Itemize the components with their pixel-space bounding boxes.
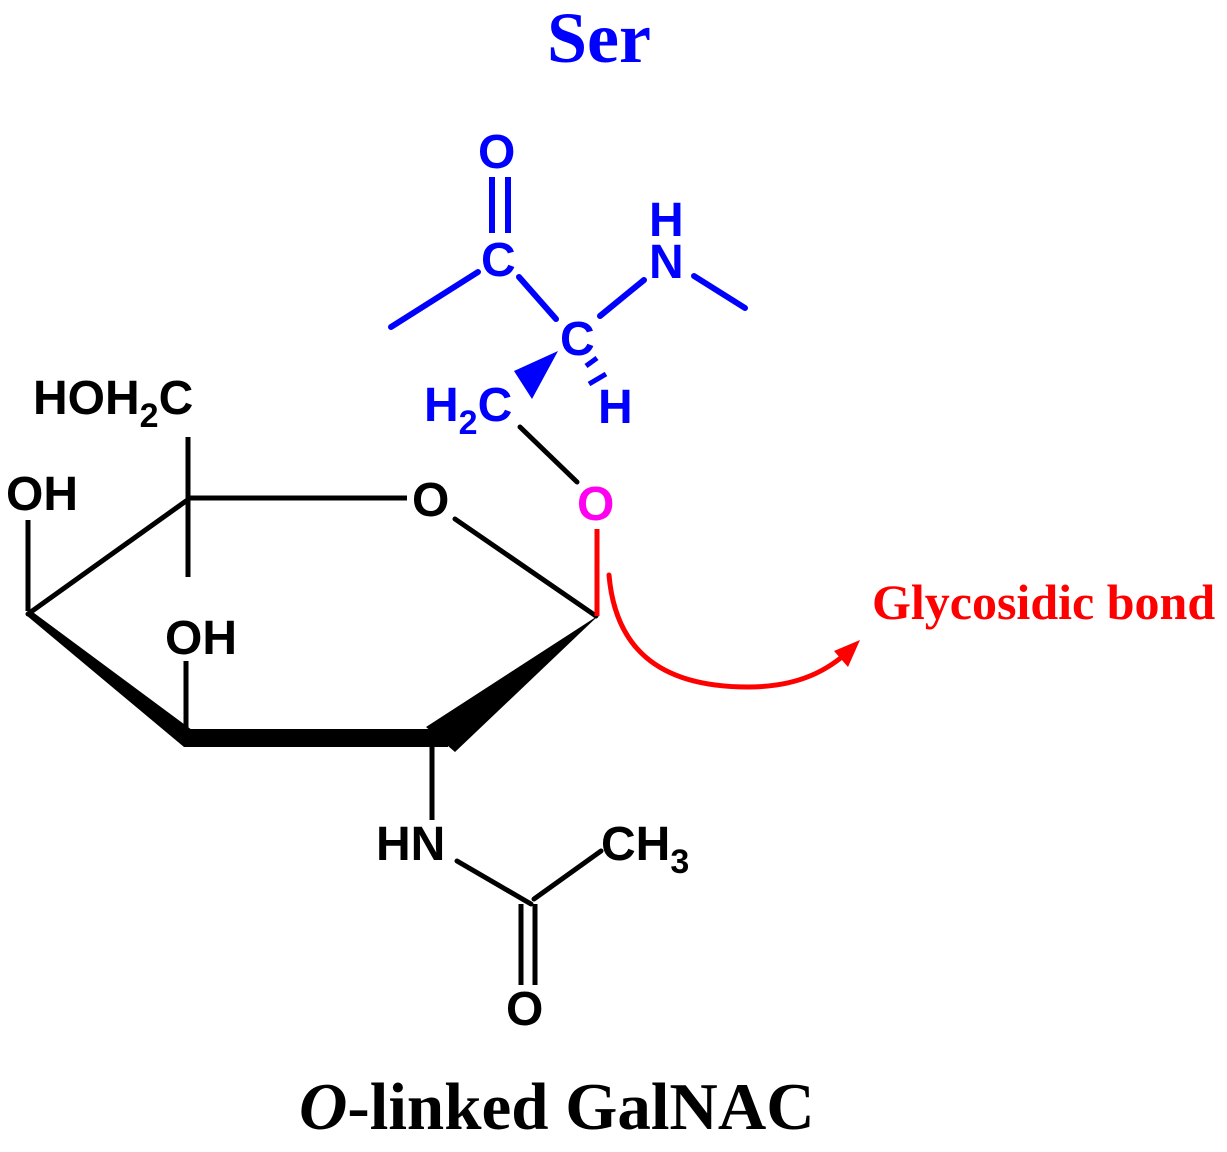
ring-bold-left-edge [26,610,196,747]
ring-top-left-edge [25,498,189,617]
serine-carbonyl-to-alpha-bond [516,274,559,322]
h2c-tail: C [477,379,513,432]
ring-bold-bottom-edge [184,729,448,747]
hoh2c-group: HOH2C [33,372,194,434]
oh-mid-group: OH [165,612,237,665]
acetyl-o-atom: O [506,983,544,1036]
glycosidic-annotation-art [594,529,860,690]
serine-h2c-group: H2C [424,379,513,441]
ring-o-atom: O [412,474,450,527]
ring-bold-right-edge [426,615,599,752]
serine-amide-n-atom: N [649,236,684,289]
glycosidic-bond-label: Glycosidic bond [872,574,1216,630]
ring-o-to-anomeric-c-edge [452,516,599,619]
oh-left-group: OH [6,468,78,521]
serine-wedge-bond [514,351,558,399]
ch3-group: CH3 [601,818,689,880]
serine-amide-h-atom: H [649,194,684,247]
caption-italic-o: O [299,1070,348,1144]
glycosidic-arrow-head-icon [834,640,860,667]
serine-carbonyl-c-atom: C [481,234,516,287]
ch3-main: CH [601,818,671,871]
serine-alpha-c-atom: C [560,313,595,366]
h2c-to-glycosidic-o-bond [517,424,580,485]
hoh2c-subscript: 2 [139,397,159,435]
galnac-bonds [25,424,604,985]
ch3-subscript: 3 [670,843,690,881]
serine-title: Ser [547,0,651,78]
h2c-main: H [424,379,459,432]
serine-hash-bond-dash-1 [584,355,599,369]
hn-to-acetyl-c-bond [454,858,534,907]
hoh2c-tail: C [158,372,194,425]
hoh2c-main: HOH [33,372,140,425]
diagram-caption: O-linked GalNAC [299,1074,815,1141]
serine-carbonyl-o-atom: O [478,126,516,179]
serine-alpha-h-atom: H [598,381,633,434]
hn-group: HN [376,818,446,871]
acetyl-c-to-ch3-bond [531,848,604,902]
glycosidic-o-atom: O [577,478,615,531]
caption-rest: -linked GalNAC [347,1070,815,1144]
serine-chain-bond-left [388,269,481,330]
serine-alpha-to-n-bond [597,277,647,319]
serine-bonds [388,177,748,399]
h2c-subscript: 2 [458,404,478,442]
glycosidic-arrow-curve [606,572,854,690]
serine-n-chain-bond-right [691,273,748,311]
serine-hash-bond-dash-2 [587,371,608,387]
